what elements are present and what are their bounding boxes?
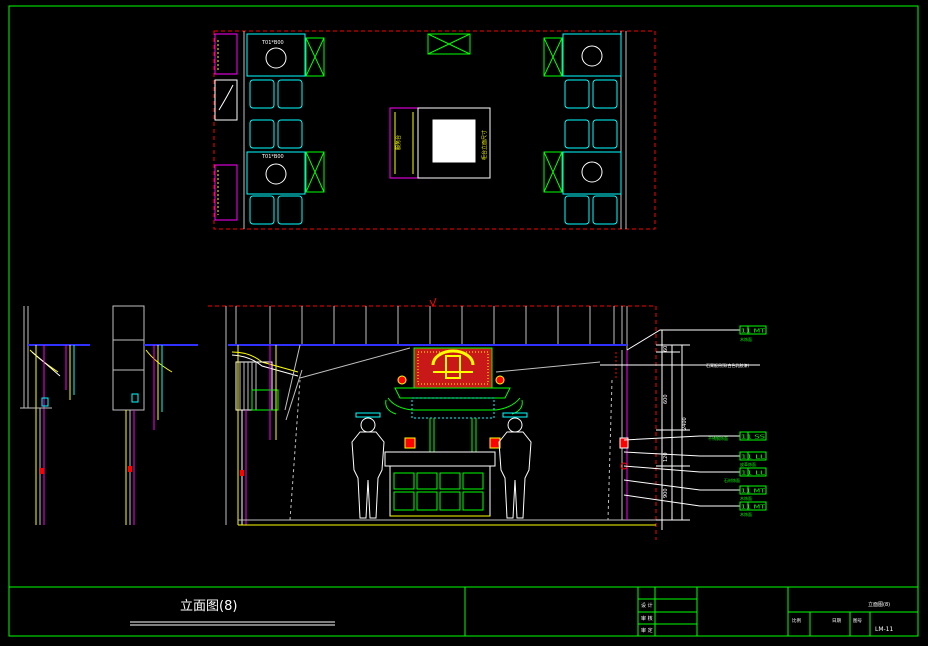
- plan-table-bottom-right: [562, 151, 622, 195]
- ceiling-note: 石膏板吊顶(白色乳胶漆): [706, 362, 750, 368]
- plan-center-label-2: 柜台立面尺寸: [481, 130, 488, 160]
- callout-2: 11 SS: [741, 435, 766, 441]
- callout-note-6: 木饰面: [740, 511, 752, 517]
- human-figure-left: [351, 412, 385, 519]
- callout-4: 11 LL: [741, 471, 766, 477]
- dim-900: 900: [663, 488, 669, 498]
- callouts: 11 MT 木饰面 11 SS 不锈钢饰面 11 LL 皮革饰面 11 LL 石…: [706, 325, 767, 517]
- title-block-drawn-label: 图号: [853, 618, 862, 624]
- plan-table-bottom-left: [246, 151, 306, 195]
- title-block-row-3: 审 定: [641, 627, 653, 634]
- callout-3: 11 LL: [741, 455, 766, 461]
- callout-note-5: 木饰面: [740, 495, 752, 501]
- callout-note-3: 皮革饰面: [740, 461, 756, 467]
- title-block-scale: 比例: [792, 617, 801, 624]
- plan-table-top-right: [562, 33, 622, 77]
- dim-600: 600: [663, 394, 669, 404]
- dimension-lines: [656, 330, 690, 530]
- plan-table-label-bottom-left: T01*B00: [261, 154, 284, 160]
- dim-60: 60: [663, 346, 669, 352]
- section-detail-2: [112, 305, 198, 525]
- dim-120: 120: [663, 452, 669, 462]
- elevation-view: [208, 297, 657, 540]
- human-figure-right: [498, 412, 532, 519]
- title-block: [464, 587, 918, 636]
- callout-6: 11 MT: [741, 505, 766, 511]
- dim-2400: 2400: [682, 417, 688, 430]
- callout-note-1: 木饰面: [740, 336, 752, 342]
- callout-1: 11 MT: [741, 329, 766, 335]
- title-block-date: 日期: [832, 618, 841, 624]
- callout-note-4: 石材饰面: [724, 477, 740, 483]
- elevation-red-screen: [413, 347, 493, 389]
- callout-5: 11 MT: [741, 489, 766, 495]
- plan-table-label-top-left: T01*B00: [261, 40, 284, 46]
- plan-center-label-1: 服务台: [395, 135, 402, 150]
- section-detail-1: [20, 306, 90, 525]
- title-block-sheet-no: LM-11: [875, 626, 894, 633]
- title-block-row-1: 设 计: [641, 602, 653, 609]
- plan-table-top-left: [246, 33, 306, 77]
- title-block-row-2: 审 核: [641, 615, 653, 622]
- drawing-frame: [8, 5, 919, 637]
- drawing-title: 立面图(8): [180, 599, 237, 614]
- title-block-drawing-name: 立面图(8): [868, 601, 890, 608]
- plan-view: T01*B00 T01*B00: [213, 30, 656, 230]
- callout-note-2: 不锈钢饰面: [708, 435, 728, 441]
